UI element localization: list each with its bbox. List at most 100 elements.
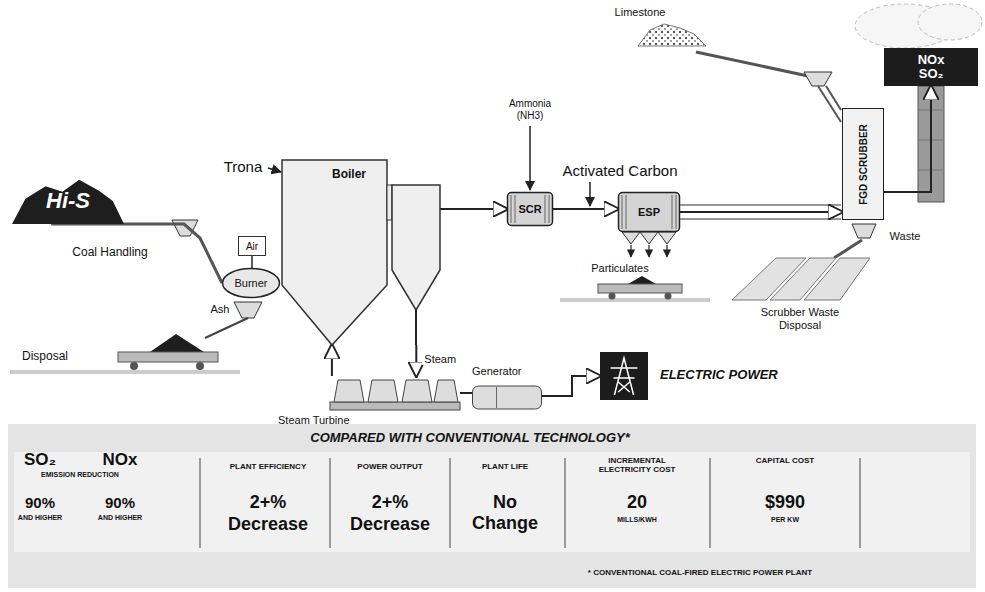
flow-connector <box>884 86 931 192</box>
table-cell: AND HIGHER <box>98 514 142 522</box>
limestone-feed <box>818 86 841 122</box>
table-cell: 20 <box>627 492 647 513</box>
flow-connector <box>460 392 472 394</box>
flow-connector <box>251 256 253 268</box>
unit-stripe <box>511 195 512 223</box>
table-cell: 90% <box>25 494 55 511</box>
ammonia-arrow <box>529 126 531 190</box>
divider <box>200 458 201 548</box>
boiler-shape <box>282 160 440 345</box>
table-cell: Decrease <box>350 514 430 535</box>
part-label: Ash <box>211 303 230 316</box>
table-cell: PLANT LIFE <box>482 462 528 471</box>
box-outline <box>843 109 884 220</box>
arrow <box>630 245 631 257</box>
box-outline <box>239 237 266 256</box>
pylon <box>611 358 638 395</box>
esp-hoppers <box>622 232 676 244</box>
part-label: Limestone <box>615 6 666 19</box>
turbine-casing <box>402 380 432 402</box>
node-label: Air <box>246 241 258 252</box>
trona-arrow <box>268 168 281 172</box>
node-label: ESP <box>636 206 662 218</box>
limestone-hopper <box>804 72 832 86</box>
ash-truck <box>118 334 218 370</box>
unit-stripe <box>549 195 550 223</box>
table-cell: * CONVENTIONAL COAL-FIRED ELECTRIC POWER… <box>588 568 812 577</box>
power-icon-shape <box>600 352 648 400</box>
table-band <box>8 424 976 588</box>
table-cell: Decrease <box>228 514 308 535</box>
power-icon: ELECTRIC POWER <box>600 352 648 400</box>
flow-connector <box>440 208 507 210</box>
generator-seam <box>496 387 497 408</box>
table-body <box>14 452 970 552</box>
ash-pile <box>150 334 204 352</box>
node-label: Burner <box>234 277 267 289</box>
table-cell: INCREMENTAL ELECTRICITY COST <box>582 456 692 474</box>
flow-connector <box>415 345 417 376</box>
arrow <box>648 245 649 257</box>
turbine-casing <box>334 380 364 402</box>
table-cell: NOx <box>103 450 138 470</box>
waste-hopper <box>852 224 876 238</box>
table-cell: MILLS/KWH <box>617 516 657 524</box>
table-cell: 2+% <box>250 492 287 513</box>
flow-connector <box>553 208 618 210</box>
part-label: Waste <box>890 230 921 243</box>
cloud <box>918 4 982 40</box>
ash-hopper <box>234 302 262 318</box>
air-inlet: Air <box>238 236 266 256</box>
limestone-conveyor <box>696 52 808 76</box>
unit-stripe <box>515 195 516 223</box>
carbon-arrow <box>589 182 591 206</box>
table-cell: POWER OUTPUT <box>357 462 422 471</box>
table-cell: COMPARED WITH CONVENTIONAL TECHNOLOGY* <box>310 431 629 446</box>
emission-tag: NOxSO₂ <box>884 48 978 86</box>
table-cell: $990 <box>765 492 805 513</box>
coal-pile: Hi-S <box>12 178 124 224</box>
steam-turbine: Steam Turbine <box>330 376 460 410</box>
table-cell: PLANT EFFICIENCY <box>230 462 306 471</box>
flue-duct <box>680 218 841 219</box>
flow-connector <box>331 345 333 376</box>
road <box>560 298 710 302</box>
wheel <box>130 362 138 370</box>
node-label: SCR <box>516 203 543 215</box>
node-label: NOx <box>918 53 945 67</box>
turbine-base <box>330 402 460 410</box>
node-label: Boiler <box>332 168 366 181</box>
boiler-furnace <box>282 160 387 345</box>
divider <box>860 458 861 548</box>
table-cell: No Change <box>463 492 547 533</box>
table-cell: 2+% <box>372 492 409 513</box>
node-label: SO₂ <box>919 67 944 81</box>
wheel <box>196 362 204 370</box>
particulate-pile <box>628 276 656 284</box>
limestone-pile <box>638 24 706 46</box>
turbine-casing <box>368 380 398 402</box>
unit-stripe <box>676 195 677 229</box>
unit-outline <box>508 193 553 226</box>
node-label: FGD SCRUBBER <box>858 124 869 205</box>
particulate-arrows <box>631 245 667 257</box>
divider <box>565 458 566 548</box>
boiler: Boiler <box>282 160 440 345</box>
icon-ground <box>600 352 648 400</box>
turbine-casing <box>434 380 458 402</box>
generator-shape <box>472 382 542 410</box>
table-cell: EMISSION REDUCTION <box>41 471 119 479</box>
fgd-scrubber: FGD SCRUBBER <box>842 108 884 220</box>
generator: Generator <box>472 382 542 410</box>
steam-turbine-shape <box>330 376 460 410</box>
part-label: Disposal <box>22 350 68 364</box>
generator-body <box>473 386 542 409</box>
hopper <box>640 232 658 244</box>
esp-unit: ESP <box>618 192 680 232</box>
pond <box>804 258 870 300</box>
node-label: Generator <box>472 365 522 377</box>
wheel <box>665 293 672 300</box>
node-label: Hi-S <box>46 189 90 213</box>
